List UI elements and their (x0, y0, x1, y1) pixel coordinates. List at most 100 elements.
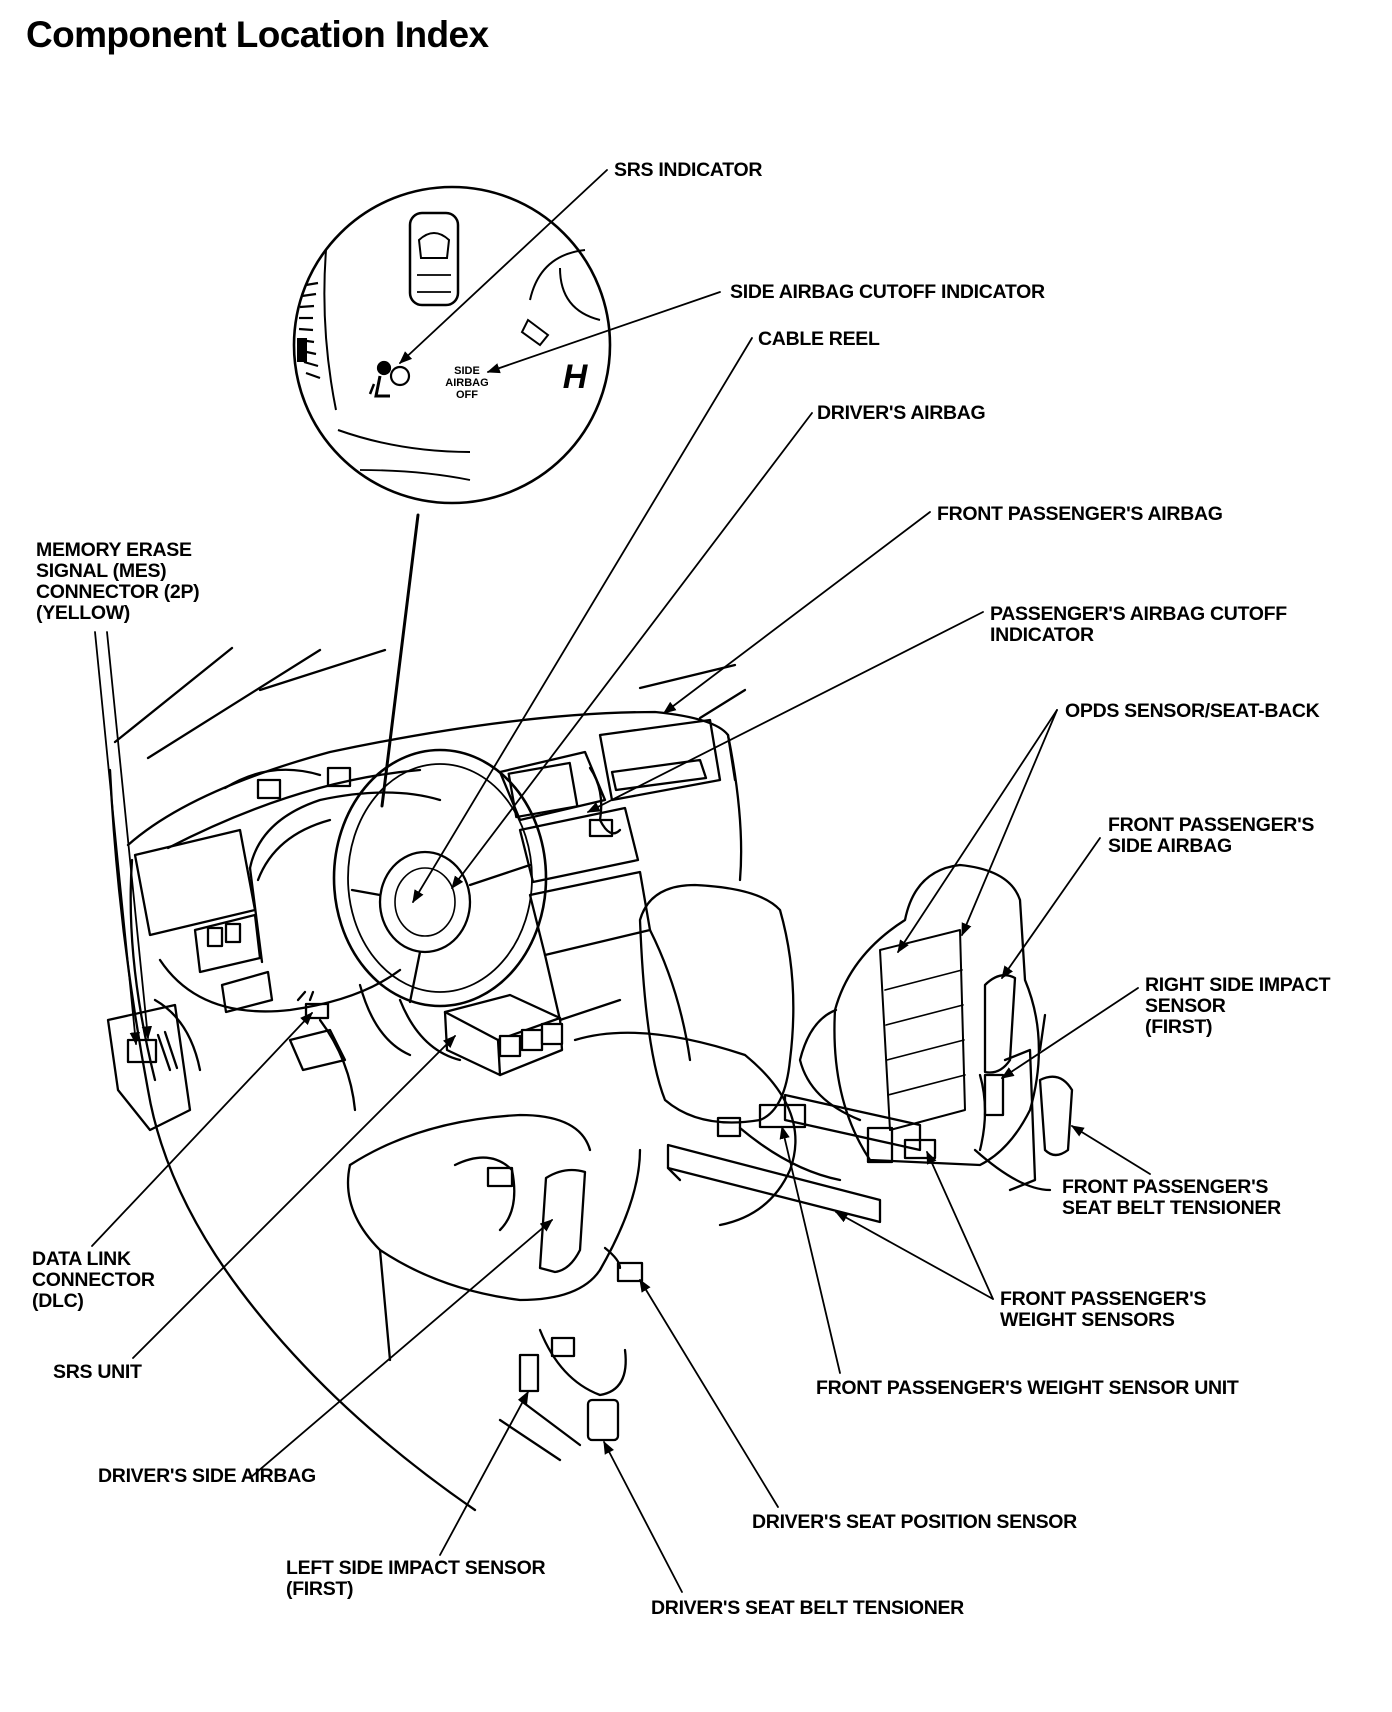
page-title: Component Location Index (26, 14, 489, 55)
label-line: SIGNAL (MES) (36, 560, 167, 582)
leader-driver-tensioner (603, 1440, 683, 1593)
leader-driver-seat-position (639, 1278, 779, 1508)
label-side-airbag-cutoff-indicator: SIDE AIRBAG CUTOFF INDICATOR (730, 282, 1045, 303)
leader-right-side-impact (1000, 987, 1139, 1079)
label-line: DRIVER'S SEAT BELT TENSIONER (651, 1597, 964, 1619)
label-line: SENSOR (1145, 995, 1226, 1017)
label-drivers-airbag: DRIVER'S AIRBAG (817, 402, 986, 424)
label-line: FRONT PASSENGER'S WEIGHT SENSOR UNIT (816, 1377, 1239, 1399)
label-front-passengers-airbag: FRONT PASSENGER'S AIRBAG (937, 504, 1223, 525)
leader-left-side-impact (439, 1390, 529, 1556)
driver-seat-position-sensor (616, 1261, 644, 1283)
dlc-connector (304, 1002, 330, 1020)
label-line: LEFT SIDE IMPACT SENSOR (286, 1557, 546, 1579)
label-cable-reel: CABLE REEL (758, 329, 880, 350)
leader-mes-2 (106, 631, 152, 1040)
label-line: SRS INDICATOR (614, 159, 763, 181)
label-line: (YELLOW) (36, 602, 130, 624)
side-airbag-off-icon-line1: SIDE (454, 365, 480, 377)
label-drivers-seat-belt-tensioner: DRIVER'S SEAT BELT TENSIONER (651, 1598, 964, 1619)
passenger-side-airbag (983, 974, 1017, 1074)
dashboard-outline (106, 646, 747, 1512)
label-line: DRIVER'S AIRBAG (817, 402, 986, 424)
label-line: (DLC) (32, 1290, 84, 1312)
label-line: (FIRST) (1145, 1016, 1213, 1038)
label-line: FRONT PASSENGER'S (1000, 1288, 1207, 1310)
mes-connector (126, 1038, 158, 1064)
label-line: OPDS SENSOR/SEAT-BACK (1065, 700, 1320, 722)
passenger-seat-belt-tensioner (1038, 1075, 1074, 1157)
leader-weight-sensors-2 (926, 1150, 994, 1300)
left-side-impact-sensor (518, 1353, 540, 1393)
wheel-hub (378, 850, 472, 954)
leader-weight-sensor-unit (779, 1125, 841, 1374)
leader-front-passengers-airbag (662, 511, 931, 714)
opds-sensor-mat (879, 929, 966, 1131)
driver-seat-back (638, 883, 795, 1124)
side-airbag-off-icon-line3: OFF (456, 389, 478, 401)
label-front-passengers-side-airbag: FRONT PASSENGER'S SIDE AIRBAG (1108, 815, 1314, 857)
label-passengers-airbag-cutoff-indicator: PASSENGER'S AIRBAG CUTOFF INDICATOR (990, 604, 1287, 646)
label-line: DRIVER'S SEAT POSITION SENSOR (752, 1511, 1077, 1533)
label-line: DATA LINK (32, 1248, 131, 1270)
car-icon (408, 211, 460, 307)
label-line: FRONT PASSENGER'S (1062, 1176, 1269, 1198)
leader-drivers-airbag (451, 412, 813, 890)
driver-seat-belt-tensioner (586, 1398, 620, 1442)
leader-passenger-tensioner (1070, 1125, 1151, 1175)
leader-mes-1 (94, 631, 141, 1046)
right-side-impact-sensor (983, 1073, 1005, 1117)
leader-inset-to-cluster (380, 513, 420, 808)
driver-side-airbag (538, 1168, 587, 1274)
label-line: CONNECTOR (2P) (36, 581, 200, 603)
leader-lines (91, 169, 1151, 1593)
inset-magnifier: SIDE AIRBAG OFF H (292, 185, 612, 505)
label-line: (FIRST) (286, 1578, 354, 1600)
leader-side-airbag-cutoff (486, 291, 721, 374)
label-srs-indicator: SRS INDICATOR (614, 160, 762, 181)
label-left-side-impact-sensor: LEFT SIDE IMPACT SENSOR (FIRST) (286, 1557, 546, 1600)
label-front-passengers-seat-belt-tensioner: FRONT PASSENGER'S SEAT BELT TENSIONER (1062, 1177, 1281, 1219)
label-line: MEMORY ERASE (36, 539, 192, 561)
h-gauge-marker: H (563, 358, 589, 396)
label-line: WEIGHT SENSORS (1000, 1309, 1175, 1331)
opds-connector (866, 1126, 894, 1164)
label-front-passengers-weight-sensors: FRONT PASSENGER'S WEIGHT SENSORS (1000, 1289, 1206, 1331)
label-line: RIGHT SIDE IMPACT (1145, 974, 1331, 996)
srs-person-icon (368, 360, 411, 398)
label-data-link-connector: DATA LINK CONNECTOR (DLC) (32, 1249, 155, 1312)
leader-passengers-cutoff (586, 611, 984, 813)
label-memory-erase-signal-connector: MEMORY ERASE SIGNAL (MES) CONNECTOR (2P)… (36, 539, 200, 624)
label-line: INDICATOR (990, 624, 1094, 646)
label-line: DRIVER'S SIDE AIRBAG (98, 1465, 316, 1487)
label-line: CABLE REEL (758, 328, 880, 350)
label-drivers-side-airbag: DRIVER'S SIDE AIRBAG (98, 1466, 316, 1487)
leader-weight-sensors-1 (834, 1211, 994, 1300)
label-right-side-impact-sensor: RIGHT SIDE IMPACT SENSOR (FIRST) (1145, 974, 1331, 1038)
label-line: FRONT PASSENGER'S (1108, 814, 1315, 836)
label-line: FRONT PASSENGER'S AIRBAG (937, 503, 1223, 525)
label-line: PASSENGER'S AIRBAG CUTOFF (990, 603, 1287, 625)
label-line: SRS UNIT (53, 1361, 142, 1383)
side-airbag-off-icon-line2: AIRBAG (445, 377, 488, 389)
leader-drivers-side-airbag (249, 1219, 553, 1479)
passenger-seat-back (833, 863, 1041, 1167)
label-line: SIDE AIRBAG CUTOFF INDICATOR (730, 281, 1045, 303)
leader-opds-2 (961, 709, 1058, 937)
leader-cable-reel (412, 337, 753, 904)
leader-front-passengers-side-airbag (1001, 837, 1101, 980)
label-front-passengers-weight-sensor-unit: FRONT PASSENGER'S WEIGHT SENSOR UNIT (816, 1378, 1239, 1399)
label-opds-sensor: OPDS SENSOR/SEAT-BACK (1065, 700, 1320, 722)
label-srs-unit: SRS UNIT (53, 1362, 142, 1383)
label-line: SEAT BELT TENSIONER (1062, 1197, 1281, 1219)
leader-srs-unit (132, 1035, 456, 1359)
leader-opds-1 (897, 709, 1058, 954)
label-drivers-seat-position-sensor: DRIVER'S SEAT POSITION SENSOR (752, 1512, 1077, 1533)
leader-dlc (91, 1012, 313, 1247)
steering-wheel (332, 748, 548, 1008)
label-line: CONNECTOR (32, 1269, 155, 1291)
leader-srs-indicator (399, 169, 608, 364)
seat-outlines (346, 863, 1074, 1462)
